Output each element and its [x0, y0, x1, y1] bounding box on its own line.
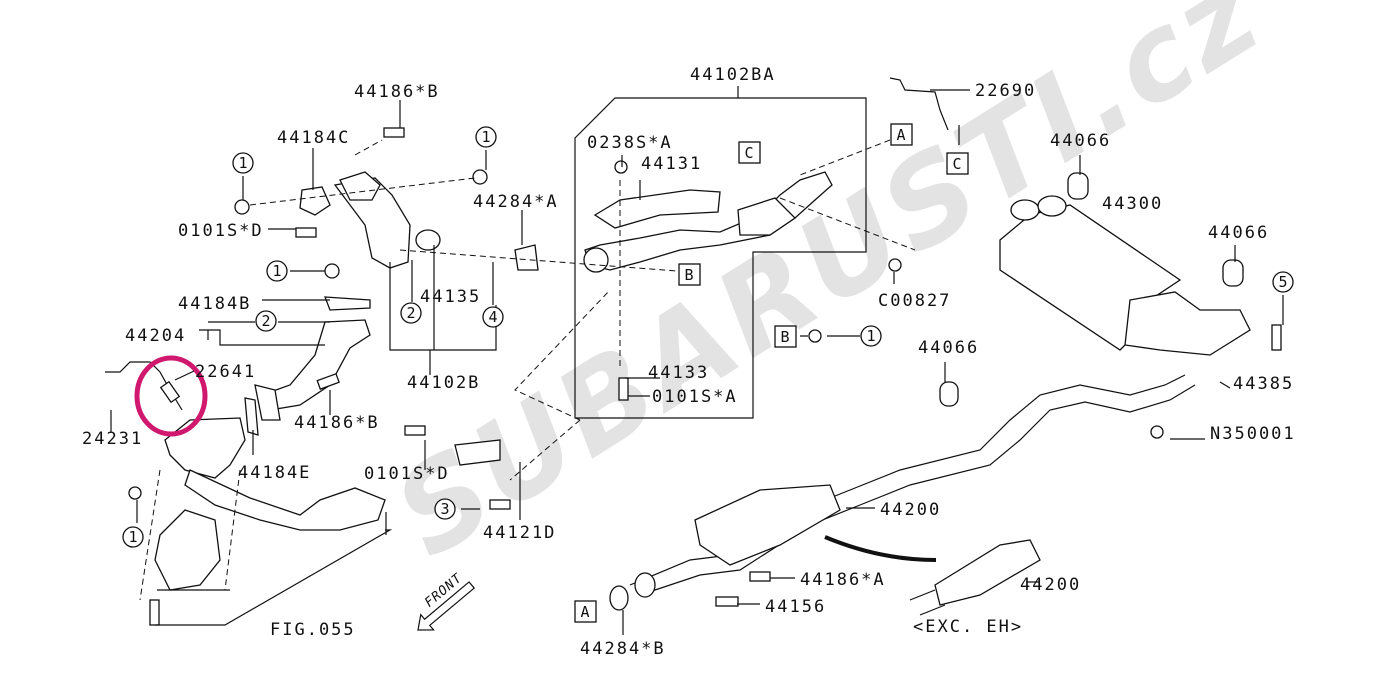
- label-44121D: 44121D: [483, 523, 556, 543]
- svg-text:1: 1: [238, 154, 247, 172]
- label-C00827: C00827: [878, 291, 951, 311]
- label-22690: 22690: [975, 81, 1036, 101]
- label-44066: 44066: [918, 338, 979, 358]
- center-pipe-44102BA: [583, 171, 833, 273]
- o2-sensor-22641: [105, 361, 183, 411]
- ref-box-A: A: [574, 600, 597, 623]
- circled-callouts: 1 1 1 2 2 4 1 5 3 1: [122, 126, 1294, 548]
- label-44135: 44135: [420, 287, 481, 307]
- svg-text:C: C: [952, 155, 961, 173]
- assembly-box-44102BA: [574, 86, 867, 419]
- label-44066: 44066: [1208, 223, 1269, 243]
- label-0238SA: 0238S*A: [587, 133, 673, 153]
- front-exhaust-pipe-44204: [244, 296, 371, 436]
- svg-text:1: 1: [481, 128, 490, 146]
- callout-2: 2: [255, 310, 277, 332]
- highlight-circle: [134, 355, 208, 437]
- label-44200: 44200: [1020, 575, 1081, 595]
- callout-1: 1: [122, 526, 144, 548]
- label-44102BA: 44102BA: [690, 65, 776, 85]
- label-44131: 44131: [641, 154, 702, 174]
- svg-text:A: A: [580, 603, 589, 621]
- label-0101SA: 0101S*A: [652, 387, 738, 407]
- label-44184E: 44184E: [238, 463, 311, 483]
- alt-pipe-44200: [909, 539, 1041, 616]
- label-44102B: 44102B: [407, 373, 480, 393]
- svg-text:5: 5: [1278, 273, 1287, 291]
- ref-box-B: B: [774, 325, 797, 348]
- lower-catalytic-assembly: [154, 417, 386, 591]
- svg-text:B: B: [684, 266, 693, 284]
- svg-text:1: 1: [128, 528, 137, 546]
- label-44186B: 44186*B: [294, 413, 380, 433]
- rear-muffler-44300: [999, 195, 1251, 356]
- mid-pipe-44200: [629, 374, 1196, 596]
- label-44156: 44156: [765, 597, 826, 617]
- label-44204: 44204: [125, 326, 186, 346]
- label-0101SD: 0101S*D: [178, 221, 264, 241]
- ref-box-B: B: [678, 263, 701, 286]
- svg-text:2: 2: [261, 312, 270, 330]
- callout-1: 1: [232, 152, 254, 174]
- label-FIG055: FIG.055: [270, 620, 356, 640]
- label-44184C: 44184C: [277, 128, 350, 148]
- hardware-parts: [128, 77, 1282, 626]
- label-44284A: 44284*A: [473, 192, 559, 212]
- callout-4: 4: [482, 306, 504, 328]
- boxed-references: A C C B B A: [574, 123, 969, 623]
- label-44186A: 44186*A: [800, 570, 886, 590]
- label-0101SD: 0101S*D: [364, 464, 450, 484]
- label-44186B: 44186*B: [354, 82, 440, 102]
- ref-box-A: A: [890, 123, 913, 146]
- svg-text:B: B: [780, 328, 789, 346]
- callout-2: 2: [400, 302, 422, 324]
- svg-text:A: A: [896, 126, 905, 144]
- ref-box-C: C: [738, 141, 761, 164]
- label-44184B: 44184B: [178, 294, 251, 314]
- part-labels: 44102BA 22690 44186*B 44184C 0238S*A 441…: [82, 65, 1296, 659]
- callout-3: 3: [434, 498, 456, 520]
- svg-text:1: 1: [272, 262, 281, 280]
- svg-text:2: 2: [406, 304, 415, 322]
- callout-1: 1: [860, 325, 882, 347]
- svg-text:3: 3: [440, 500, 449, 518]
- callout-1: 1: [266, 260, 288, 282]
- label-exc-eh: <EXC. EH>: [913, 617, 1023, 637]
- ref-box-C: C: [946, 152, 969, 175]
- label-44300: 44300: [1102, 194, 1163, 214]
- callout-1: 1: [475, 126, 497, 148]
- svg-text:C: C: [744, 144, 753, 162]
- label-N350001: N350001: [1210, 424, 1296, 444]
- svg-text:1: 1: [866, 327, 875, 345]
- label-44066: 44066: [1050, 131, 1111, 151]
- leader-lines: [110, 89, 1284, 635]
- callout-5: 5: [1272, 271, 1294, 293]
- front-catalytic-converter: [299, 171, 441, 269]
- svg-text:4: 4: [488, 308, 497, 326]
- label-44200: 44200: [880, 500, 941, 520]
- label-44385: 44385: [1233, 374, 1294, 394]
- label-44284B: 44284*B: [580, 639, 666, 659]
- label-44133: 44133: [648, 363, 709, 383]
- label-22641: 22641: [195, 362, 256, 382]
- label-24231: 24231: [82, 429, 143, 449]
- dashed-lines: [139, 139, 916, 601]
